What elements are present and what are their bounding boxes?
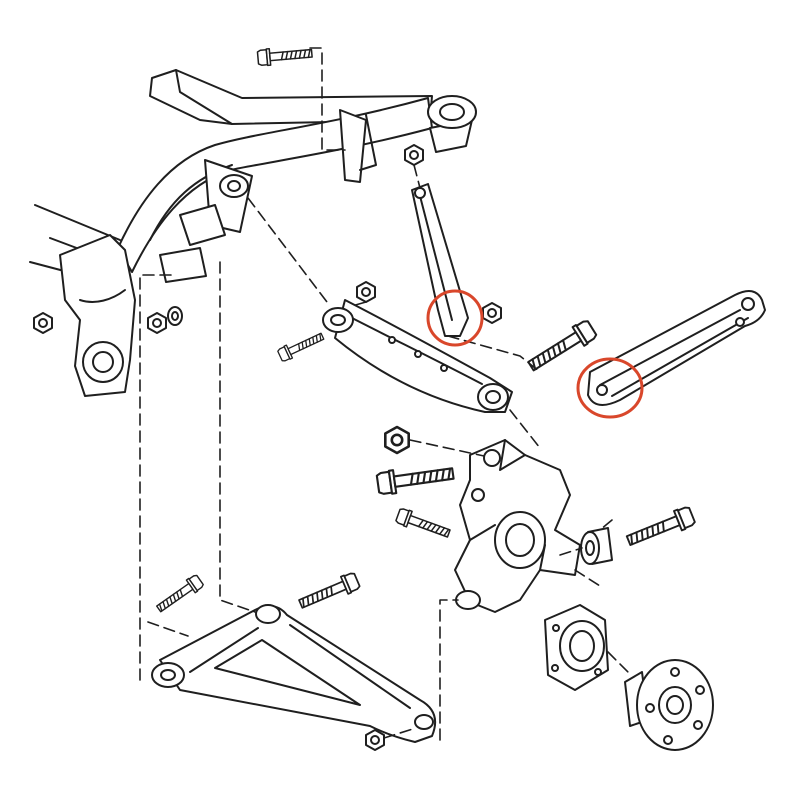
nut-subframe-center (147, 312, 167, 334)
knuckle-bushing (580, 527, 613, 565)
assembly-leader-lines (139, 47, 633, 741)
lateral-arm (322, 299, 513, 413)
nut-upper-link-top (404, 144, 424, 166)
nut-lateral-arm (356, 281, 376, 303)
lower-control-arm (151, 604, 436, 743)
wheel-knuckle (454, 439, 581, 613)
subframe (29, 69, 477, 397)
nut-lower-arm (365, 729, 385, 751)
line-art (29, 44, 766, 751)
upper-link (411, 183, 469, 337)
trailing-arm (587, 290, 766, 406)
wheel-hub (624, 659, 714, 751)
wheel-bearing (544, 604, 609, 691)
highlight-circle-upper-link (426, 289, 484, 347)
nut-knuckle-top (383, 425, 411, 455)
upper-link-bracket (339, 109, 367, 183)
nut-upper-link (482, 302, 502, 324)
nut-subframe-left (33, 312, 53, 334)
highlight-circle-trailing-arm (576, 357, 644, 419)
